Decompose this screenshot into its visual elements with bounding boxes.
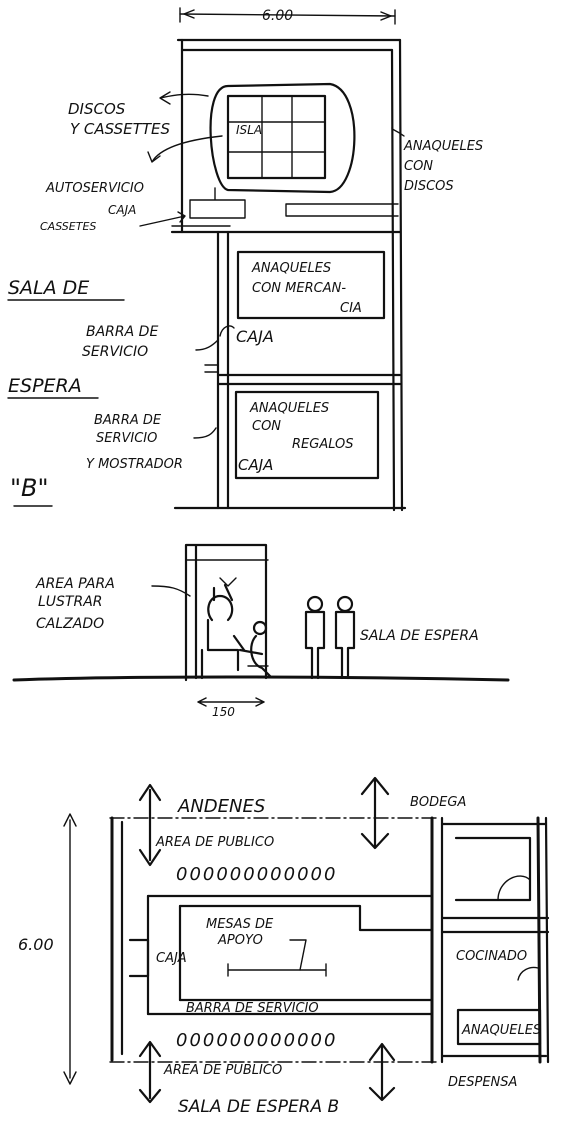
mesas-label-2: APOYO	[217, 933, 263, 948]
shelves-regalos	[234, 390, 380, 480]
vertical-dimension-line	[63, 813, 77, 1085]
sala-espera-arrow-right	[368, 1042, 396, 1102]
despensa-label: DESPENSA	[448, 1075, 517, 1090]
caja-counter-label: CAJA	[156, 951, 187, 966]
shelves-mercancia	[236, 250, 386, 320]
area-para-label-2: LUSTRAR	[38, 594, 103, 610]
caja-middle-mark	[219, 325, 235, 337]
anaqueles-discos-label-3: DISCOS	[404, 179, 454, 194]
barra-servicio-label-1: BARRA DE	[86, 324, 158, 340]
bottom-plan: 6.00 ANDENES BODEGA AREA DE PUBLICO 0000…	[18, 776, 550, 1117]
section-dimension-label: 150	[212, 705, 235, 719]
mesas-label-1: MESAS DE	[206, 917, 274, 932]
label-b: "B"	[10, 474, 49, 502]
andenes-label: ANDENES	[177, 796, 265, 817]
anaqueles-regalos-2: CON	[252, 419, 281, 434]
anaqueles-box	[456, 1008, 542, 1046]
cocinado-label: COCINADO	[456, 949, 527, 964]
area-publico-bottom-label: AREA DE PUBLICO	[163, 1063, 282, 1078]
caja-bottom-label: CAJA	[238, 456, 273, 474]
caja-middle-label: CAJA	[236, 327, 274, 346]
andenes-arrow	[138, 783, 162, 867]
area-para-label-3: CALZADO	[36, 616, 104, 632]
area-para-label-1: AREA PARA	[35, 576, 115, 592]
waiting-people-figures	[304, 595, 356, 680]
anaqueles-discos-label-2: CON	[404, 159, 433, 174]
anaqueles-mercancia-2: CON MERCAN-	[252, 281, 346, 296]
bodega-arrow	[360, 776, 390, 850]
anaqueles-discos-label-1: ANAQUELES	[403, 139, 483, 154]
barra-mostrador-1: BARRA DE	[94, 413, 162, 428]
section-dimension-line	[197, 697, 265, 707]
seats-row-bottom: 000000000000	[176, 1030, 337, 1051]
section-elevation: AREA PARA LUSTRAR CALZADO SALA DE ESPERA…	[12, 543, 510, 719]
caja-desk	[189, 187, 246, 219]
top-plan: 6.00 ISLA DISCOS Y C	[7, 7, 483, 512]
sala-espera-arrow-left	[138, 1040, 162, 1104]
sala-espera-section-label: SALA DE ESPERA	[360, 628, 479, 644]
barra-mostrador-leader	[193, 427, 217, 439]
caja-top-label: CAJA	[108, 203, 136, 217]
barra-servicio-label-2: SERVICIO	[82, 344, 148, 360]
cassetes-label: CASSETES	[40, 220, 96, 233]
area-para-leader	[151, 585, 191, 597]
shoeshiner-figure	[238, 620, 272, 678]
barra-label: BARRA DE SERVICIO	[186, 1001, 319, 1016]
anaqueles-regalos-3: REGALOS	[292, 437, 354, 452]
booth-frame	[184, 543, 268, 682]
service-counter	[128, 894, 434, 1016]
anaqueles-discos-leader	[391, 127, 405, 137]
barra-servicio-leader	[195, 339, 219, 351]
cassetes-arrow	[139, 211, 186, 227]
anaqueles-label: ANAQUELES	[461, 1023, 541, 1038]
vertical-dimension-label: 6.00	[18, 935, 54, 954]
island-label: ISLA	[236, 123, 262, 137]
bodega-label: BODEGA	[410, 795, 466, 810]
top-dimension-label: 6.00	[262, 8, 293, 24]
top-plan-walls	[170, 38, 407, 512]
island	[209, 82, 356, 194]
cassettes-label: Y CASSETTES	[70, 120, 170, 138]
sala-de-label: SALA DE	[8, 277, 89, 299]
barra-mostrador-2: SERVICIO	[96, 431, 157, 446]
autoservicio-label: AUTOSERVICIO	[45, 181, 144, 196]
anaqueles-mercancia-1: ANAQUELES	[251, 261, 331, 276]
anaqueles-regalos-1: ANAQUELES	[249, 401, 329, 416]
discos-label: DISCOS	[68, 100, 126, 118]
top-dimension-line	[179, 7, 396, 25]
espera-label: ESPERA	[8, 375, 82, 397]
area-publico-top-label: AREA DE PUBLICO	[155, 835, 274, 850]
kitchen	[454, 836, 539, 981]
discos-arrow	[159, 91, 209, 105]
bottom-plan-walls	[109, 816, 550, 1064]
anaqueles-mercancia-3: CIA	[340, 301, 362, 316]
ground-line	[12, 675, 510, 682]
barra-mostrador-3: Y MOSTRADOR	[86, 457, 183, 472]
seats-row-top: 000000000000	[176, 864, 337, 885]
sala-espera-b-label: SALA DE ESPERA B	[178, 1097, 339, 1117]
mesas-leader	[289, 939, 307, 971]
seated-customer-figure	[200, 577, 246, 680]
autoservicio-arrow	[147, 135, 223, 163]
